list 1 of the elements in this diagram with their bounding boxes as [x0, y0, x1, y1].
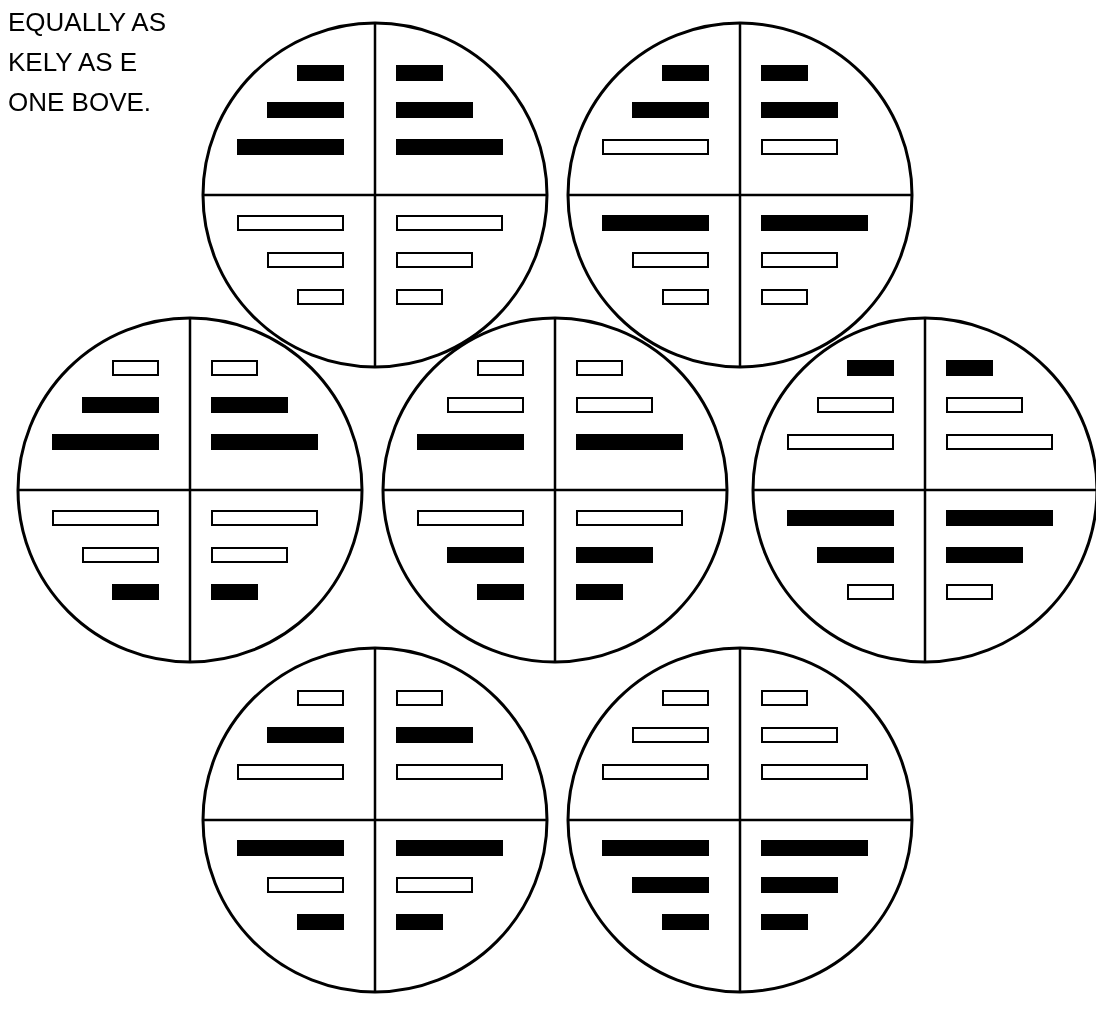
- handwritten-note: EQUALLY AS KELY AS E ONE BOVE.: [8, 6, 168, 119]
